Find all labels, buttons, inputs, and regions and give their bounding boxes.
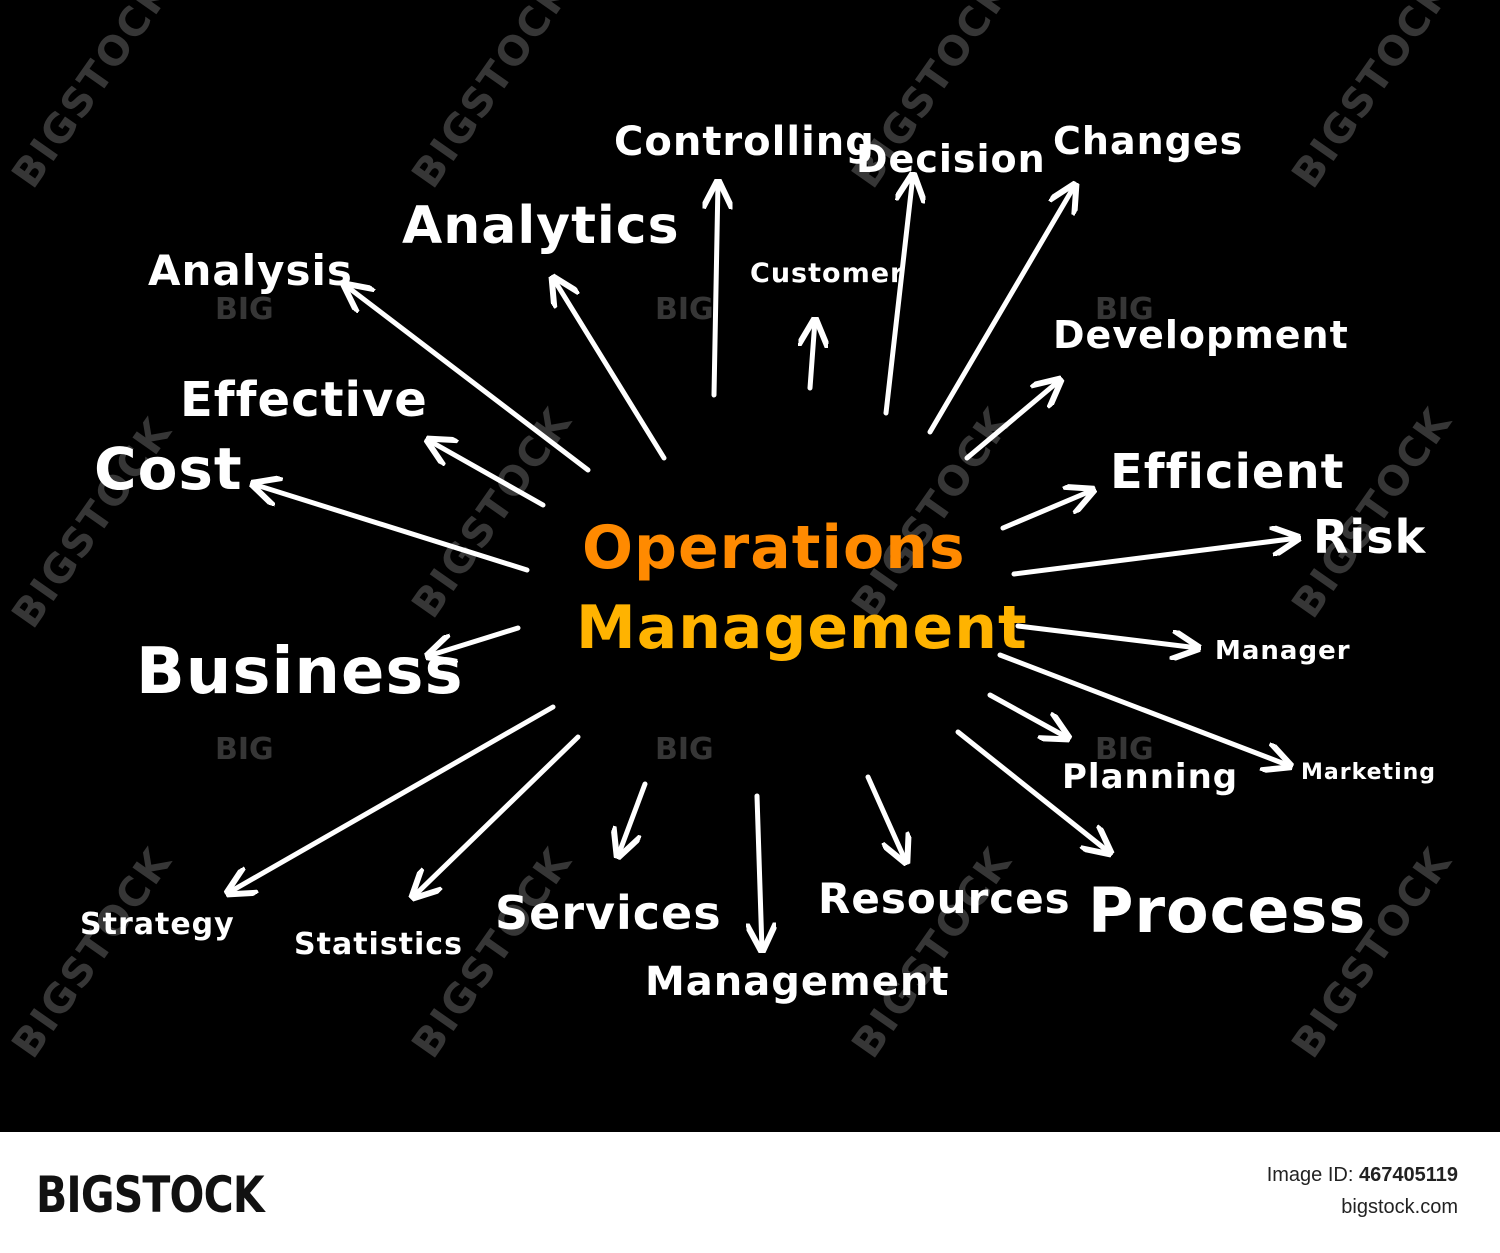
arrow-to-risk xyxy=(1011,538,1298,577)
center-title-line2: Management xyxy=(576,593,1028,663)
mind-map-canvas: BIGSTOCK BIGSTOCK BIGSTOCK BIGSTOCK BIGS… xyxy=(0,0,1500,1132)
watermark-short: BIG xyxy=(655,292,714,327)
arrow-to-management xyxy=(757,793,762,950)
word-changes: Changes xyxy=(1053,119,1244,163)
word-analytics: Analytics xyxy=(402,196,680,256)
arrow-to-decision xyxy=(883,175,913,416)
arrow-to-controlling xyxy=(714,182,718,398)
brand-logo[interactable]: BIGSTOCK xyxy=(36,1166,265,1224)
footer-bar: BIGSTOCK Image ID: 467405119 bigstock.co… xyxy=(0,1132,1500,1253)
watermark-short: BIG xyxy=(215,732,274,767)
word-customer: Customer xyxy=(750,258,905,289)
arrow-to-manager xyxy=(1015,623,1198,648)
arrow-to-changes xyxy=(927,185,1075,435)
word-development: Development xyxy=(1053,313,1349,357)
word-decision: Decision xyxy=(856,137,1046,181)
arrow-to-development xyxy=(964,380,1060,461)
word-planning: Planning xyxy=(1062,757,1239,797)
word-manager: Manager xyxy=(1215,636,1351,666)
arrow-to-process xyxy=(955,729,1110,853)
arrow-to-resources xyxy=(865,774,906,862)
word-cost: Cost xyxy=(94,435,243,503)
image-id-value: 467405119 xyxy=(1358,1164,1458,1186)
word-management: Management xyxy=(645,959,950,1005)
arrow-to-cost xyxy=(253,484,530,573)
word-marketing: Marketing xyxy=(1301,760,1437,785)
arrow-to-marketing xyxy=(997,652,1290,766)
word-statistics: Statistics xyxy=(294,927,463,962)
word-resources: Resources xyxy=(818,874,1071,923)
arrow-to-effective xyxy=(428,440,546,508)
image-id: Image ID: 467405119 xyxy=(1267,1164,1458,1187)
arrow-to-planning xyxy=(987,692,1068,738)
word-strategy: Strategy xyxy=(80,907,235,942)
arrow-to-services xyxy=(618,781,648,856)
arrow-to-customer xyxy=(810,320,815,391)
image-id-label: Image ID: xyxy=(1266,1164,1354,1186)
watermark-short: BIG xyxy=(1095,732,1154,767)
word-business: Business xyxy=(136,635,464,709)
arrow-to-strategy xyxy=(228,704,556,893)
watermark-short: BIG xyxy=(215,292,274,327)
arrow-to-efficient xyxy=(1000,490,1093,531)
word-analysis: Analysis xyxy=(148,246,353,295)
word-services: Services xyxy=(495,886,722,940)
arrow-to-business xyxy=(428,625,521,656)
arrow-to-statistics xyxy=(413,734,581,897)
word-effective: Effective xyxy=(180,372,428,428)
site-link[interactable]: bigstock.com xyxy=(1341,1196,1458,1218)
arrow-to-analytics xyxy=(553,278,667,461)
word-efficient: Efficient xyxy=(1110,444,1345,500)
word-process: Process xyxy=(1088,874,1367,947)
watermark-short: BIG xyxy=(1095,292,1154,327)
arrows-layer xyxy=(0,0,1500,1132)
watermark-short: BIG xyxy=(655,732,714,767)
arrow-to-analysis xyxy=(345,285,591,473)
word-risk: Risk xyxy=(1313,510,1427,564)
center-title-line1: Operations xyxy=(582,513,966,583)
word-controlling: Controlling xyxy=(614,119,875,165)
